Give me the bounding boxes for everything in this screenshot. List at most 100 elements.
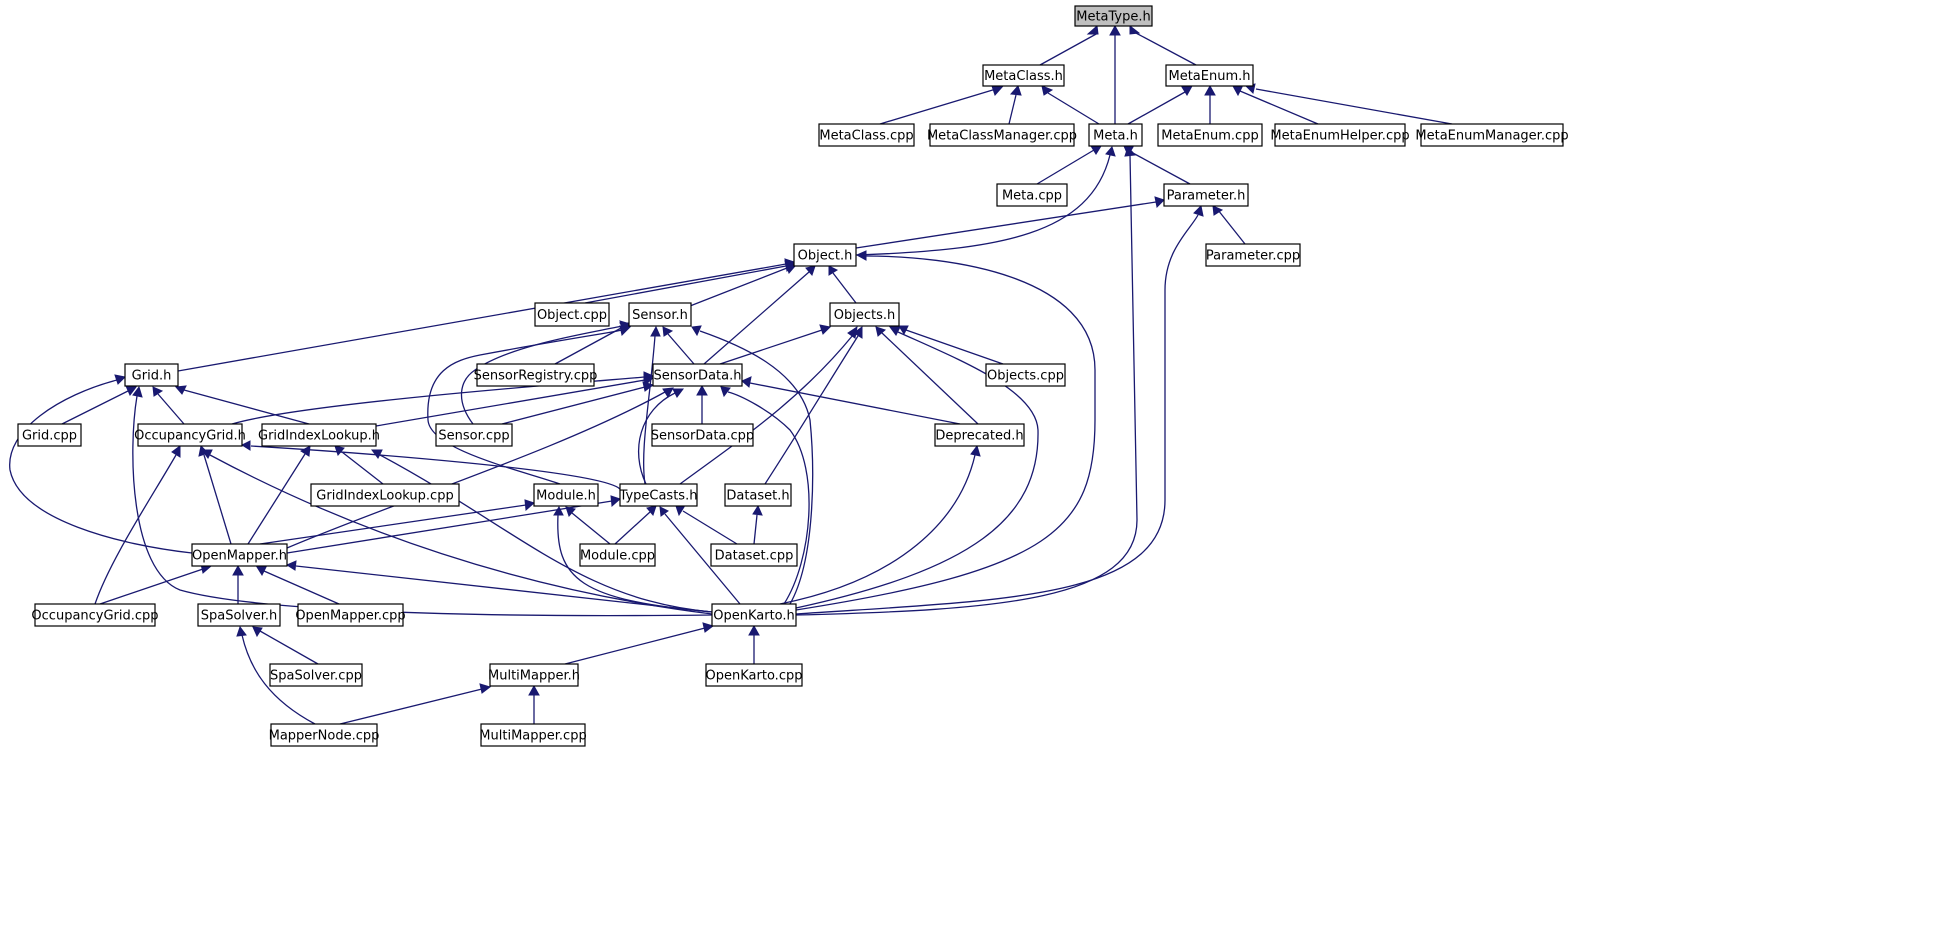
node-module-cpp[interactable]: Module.cpp [579, 543, 656, 567]
edge-spasolver-to-openmapper [232, 564, 244, 604]
node-label: OpenKarto.h [713, 609, 795, 624]
edge-line [667, 333, 695, 365]
node-module[interactable]: Module.h [533, 483, 599, 507]
edge-sensorregistry-cpp-to-sensor [554, 322, 631, 365]
node-metatype: MetaType.h [1074, 5, 1153, 27]
node-sensor[interactable]: Sensor.h [628, 302, 692, 327]
arrowhead [524, 499, 535, 512]
node-metaenumhelper-cpp[interactable]: MetaEnumHelper.cpp [1270, 123, 1410, 147]
arrowhead [696, 384, 708, 396]
edge-line [247, 453, 306, 545]
node-box [1163, 183, 1249, 207]
node-box [1074, 5, 1153, 27]
edge-sensor-to-object [689, 263, 796, 307]
edge-line [584, 265, 787, 304]
node-gridindexlookup[interactable]: GridIndexLookup.h [258, 423, 380, 447]
node-box [818, 123, 915, 147]
node-occupancygrid-cpp[interactable]: OccupancyGrid.cpp [31, 603, 159, 627]
node-spasolver-cpp[interactable]: SpaSolver.cpp [269, 663, 363, 687]
node-object[interactable]: Object.h [793, 243, 857, 267]
node-box [1165, 64, 1254, 87]
node-sensordata-cpp[interactable]: SensorData.cpp [651, 423, 754, 447]
arrowhead [650, 325, 661, 337]
node-dataset[interactable]: Dataset.h [724, 483, 792, 507]
node-dataset-cpp[interactable]: Dataset.cpp [710, 543, 798, 567]
node-metaenum-cpp[interactable]: MetaEnum.cpp [1157, 123, 1263, 147]
arrowhead [828, 265, 839, 276]
edge-line [259, 630, 319, 665]
node-parameter[interactable]: Parameter.h [1163, 183, 1249, 207]
node-grid-cpp[interactable]: Grid.cpp [17, 423, 82, 447]
node-metaenummanager-cpp[interactable]: MetaEnumManager.cpp [1415, 123, 1569, 147]
arrowhead [300, 445, 311, 457]
node-grid[interactable]: Grid.h [124, 363, 179, 387]
node-metaclassmanager-cpp[interactable]: MetaClassManager.cpp [927, 123, 1077, 147]
node-sensorregistry-cpp[interactable]: SensorRegistry.cpp [474, 363, 598, 387]
arrowhead [1204, 84, 1216, 96]
node-parameter-cpp[interactable]: Parameter.cpp [1205, 243, 1301, 267]
edge-metaenum-cpp-to-metaenum [1204, 84, 1216, 124]
node-label: Parameter.cpp [1206, 249, 1300, 264]
arrowhead [1086, 24, 1099, 35]
node-openkarto[interactable]: OpenKarto.h [711, 603, 797, 627]
edge-openkarto-to-sensordata [720, 386, 810, 605]
arrowhead [1009, 85, 1022, 96]
arrowhead [152, 386, 164, 397]
edge-object-cpp-to-object [584, 260, 795, 304]
arrowhead [875, 326, 886, 337]
arrowhead [642, 381, 655, 392]
edge-metaclass-to-metatype [1039, 24, 1099, 66]
node-multimapper-cpp[interactable]: MultiMapper.cpp [479, 723, 587, 747]
node-box [628, 302, 692, 327]
edge-occupancygrid-cpp-to-openmapper [99, 563, 213, 605]
arrowhead [672, 388, 684, 398]
edge-line [689, 267, 788, 307]
node-mappernode-cpp[interactable]: MapperNode.cpp [269, 723, 380, 747]
node-occupancygrid[interactable]: OccupancyGrid.h [134, 423, 246, 447]
node-object-cpp[interactable]: Object.cpp [534, 302, 610, 327]
edge-line [9, 379, 193, 554]
node-sensordata[interactable]: SensorData.h [652, 363, 743, 387]
edge-openmapper-to-sensordata [286, 387, 674, 549]
edge-openkarto-to-deprecated [779, 444, 981, 605]
node-openkarto-cpp[interactable]: OpenKarto.cpp [705, 663, 803, 687]
node-box [137, 423, 243, 447]
edge-line [795, 331, 1039, 609]
arrowhead [174, 385, 187, 395]
arrowhead [171, 445, 181, 458]
arrowhead [853, 326, 863, 339]
arrowhead [752, 504, 763, 516]
node-meta[interactable]: Meta.h [1088, 123, 1143, 147]
node-metaenum[interactable]: MetaEnum.h [1165, 64, 1254, 87]
edge-openmapper-to-occupancygrid [198, 444, 232, 545]
node-spasolver[interactable]: SpaSolver.h [197, 603, 281, 627]
edge-line [855, 201, 1157, 249]
edge-line [94, 454, 177, 605]
node-deprecated[interactable]: Deprecated.h [934, 423, 1025, 447]
node-openmapper[interactable]: OpenMapper.h [191, 543, 288, 567]
arrowhead [479, 683, 492, 694]
node-objects-cpp[interactable]: Objects.cpp [985, 363, 1066, 387]
edge-line [727, 391, 810, 605]
edge-line [638, 392, 676, 485]
edge-deprecated-to-objects [875, 326, 979, 425]
node-openmapper-cpp[interactable]: OpenMapper.cpp [295, 603, 406, 627]
node-gridindexlookup-cpp[interactable]: GridIndexLookup.cpp [310, 483, 460, 507]
node-label: MapperNode.cpp [269, 729, 380, 744]
node-metaclass[interactable]: MetaClass.h [982, 64, 1065, 87]
node-objects[interactable]: Objects.h [829, 302, 900, 327]
edge-parameter-to-meta [1123, 145, 1191, 185]
edge-openkarto-to-typecasts [659, 506, 741, 605]
edge-line [795, 255, 1096, 611]
node-label: MultiMapper.cpp [479, 729, 586, 744]
node-box [982, 64, 1065, 87]
node-metaclass-cpp[interactable]: MetaClass.cpp [818, 123, 915, 147]
arrowhead [1129, 24, 1141, 35]
node-sensor-cpp[interactable]: Sensor.cpp [435, 423, 513, 447]
arrowhead [741, 376, 752, 388]
node-meta-cpp[interactable]: Meta.cpp [996, 183, 1068, 207]
node-typecasts[interactable]: TypeCasts.h [619, 483, 698, 507]
arrowhead [662, 387, 674, 398]
node-box [710, 543, 798, 567]
node-multimapper[interactable]: MultiMapper.h [488, 663, 580, 687]
